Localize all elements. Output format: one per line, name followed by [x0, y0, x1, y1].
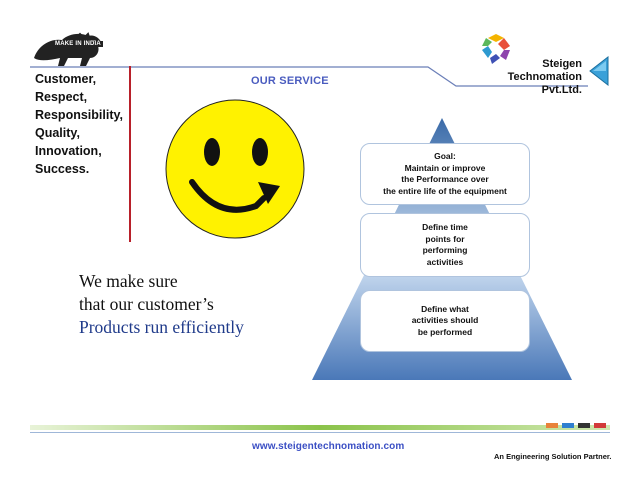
goal-box: Goal: Maintain or improve the Performanc… — [360, 143, 530, 205]
value-item: Responsibility, — [35, 108, 123, 122]
section-title: OUR SERVICE — [251, 75, 329, 87]
value-item: Success. — [35, 162, 90, 176]
slogan: An Engineering Solution Partner. — [494, 452, 612, 461]
goal-text: Goal: — [434, 151, 456, 161]
value-item: Respect, — [35, 90, 88, 104]
time-points-box: Define time points for performing activi… — [360, 213, 530, 277]
value-item: Innovation, — [35, 144, 102, 158]
company-name-line1: Steigen — [542, 58, 582, 70]
value-item: Customer, — [35, 72, 97, 86]
company-logo-icon — [482, 34, 510, 64]
goal-text: the Performance over — [401, 174, 489, 184]
company-values-list: Customer, Respect, Responsibility, Quali… — [35, 70, 123, 178]
what-text: be performed — [417, 326, 473, 337]
make-in-india-logo — [34, 32, 102, 66]
website-link[interactable]: www.steigentechnomation.com — [252, 441, 405, 452]
value-item: Quality, — [35, 126, 80, 140]
smiley-face-icon — [165, 99, 305, 239]
what-text: Define what — [421, 303, 469, 314]
vertical-divider — [129, 66, 131, 242]
tagline-line1: We make sure — [79, 271, 178, 291]
activities-box: Define what activities should be perform… — [360, 290, 530, 352]
time-text: activities — [426, 256, 464, 267]
previous-slide-arrow-icon[interactable] — [588, 56, 610, 86]
time-text: points for — [425, 233, 465, 244]
time-text: Define time — [422, 222, 468, 232]
what-text: activities should — [411, 315, 479, 326]
company-name: Steigen Technomation Pvt.Ltd. — [480, 58, 582, 97]
company-name-line2: Technomation Pvt.Ltd. — [507, 71, 582, 96]
goal-text: the entire life of the equipment — [383, 185, 507, 196]
tagline-line2: that our customer’s — [79, 294, 214, 314]
make-in-india-text: MAKE IN INDIA — [53, 41, 103, 47]
goal-text: Maintain or improve — [404, 162, 486, 173]
time-text: performing — [422, 245, 468, 255]
tagline: We make sure that our customer’s Product… — [79, 270, 244, 339]
tagline-line3: Products run efficiently — [79, 317, 244, 337]
